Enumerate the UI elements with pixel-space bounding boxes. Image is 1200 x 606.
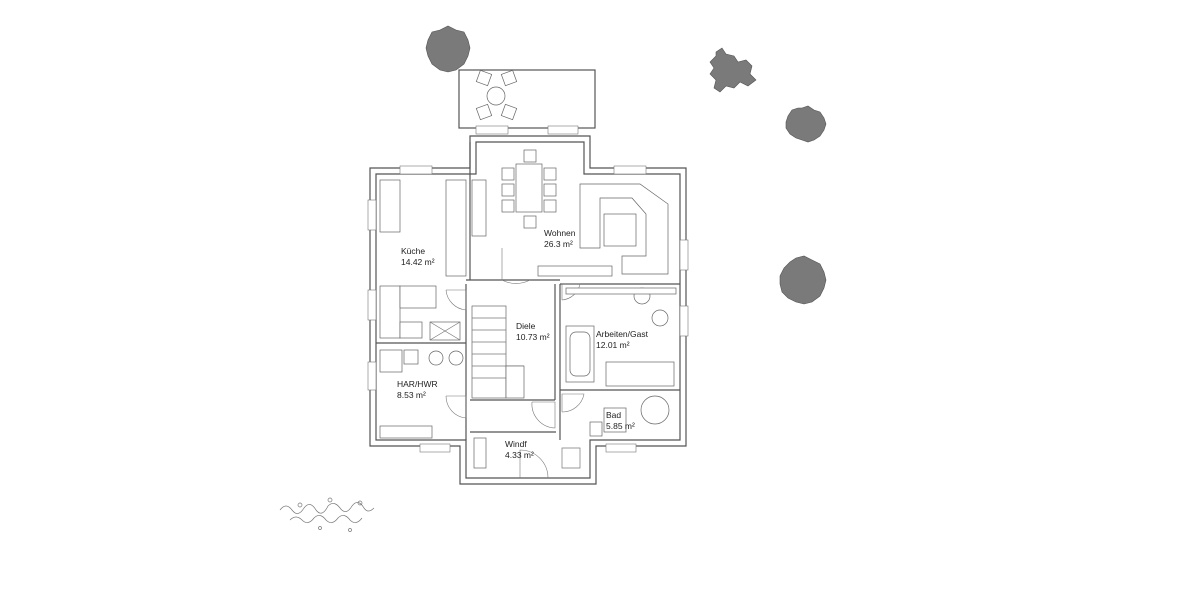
entrance-features-icon xyxy=(473,437,581,469)
plant-sketch-icon xyxy=(279,497,375,532)
terrace xyxy=(458,69,596,129)
room-area: 8.53 m² xyxy=(397,390,426,400)
patio-furniture-icon xyxy=(475,69,518,121)
room-label-kueche: Küche 14.42 m² xyxy=(401,246,435,268)
room-area: 26.3 m² xyxy=(544,239,573,249)
shrub-icon xyxy=(709,47,757,93)
room-label-har-hwr: HAR/HWR 8.53 m² xyxy=(397,379,438,401)
room-name: Küche xyxy=(401,246,426,256)
room-label-arbeiten-gast: Arbeiten/Gast 12.01 m² xyxy=(596,329,648,351)
room-name: Arbeiten/Gast xyxy=(596,329,648,339)
room-name: Diele xyxy=(516,321,536,331)
room-name: HAR/HWR xyxy=(397,379,438,389)
sofa-icon xyxy=(537,183,669,277)
room-area: 10.73 m² xyxy=(516,332,550,342)
room-label-bad: Bad 5.85 m² xyxy=(606,410,635,432)
room-area: 4.33 m² xyxy=(505,450,534,460)
room-area: 5.85 m² xyxy=(606,421,635,431)
tree-icon xyxy=(779,255,827,305)
staircase-icon xyxy=(471,305,525,399)
kitchen-counter-icon xyxy=(379,179,487,341)
room-name: Wohnen xyxy=(544,228,576,238)
room-name: Bad xyxy=(606,410,622,420)
utility-appliances-icon xyxy=(379,349,464,439)
room-area: 14.42 m² xyxy=(401,257,435,267)
windows xyxy=(367,125,689,453)
room-label-diele: Diele 10.73 m² xyxy=(516,321,550,343)
doors xyxy=(445,248,585,479)
bathroom-fixtures-icon xyxy=(589,395,670,437)
room-label-wohnen: Wohnen 26.3 m² xyxy=(544,228,576,250)
tree-icon xyxy=(425,25,471,73)
room-area: 12.01 m² xyxy=(596,340,630,350)
room-name: Windf xyxy=(505,439,527,449)
tree-icon xyxy=(785,105,827,143)
dining-table-icon xyxy=(501,149,557,229)
guest-office-furniture-icon xyxy=(565,287,677,387)
room-label-windf: Windf 4.33 m² xyxy=(505,439,534,461)
